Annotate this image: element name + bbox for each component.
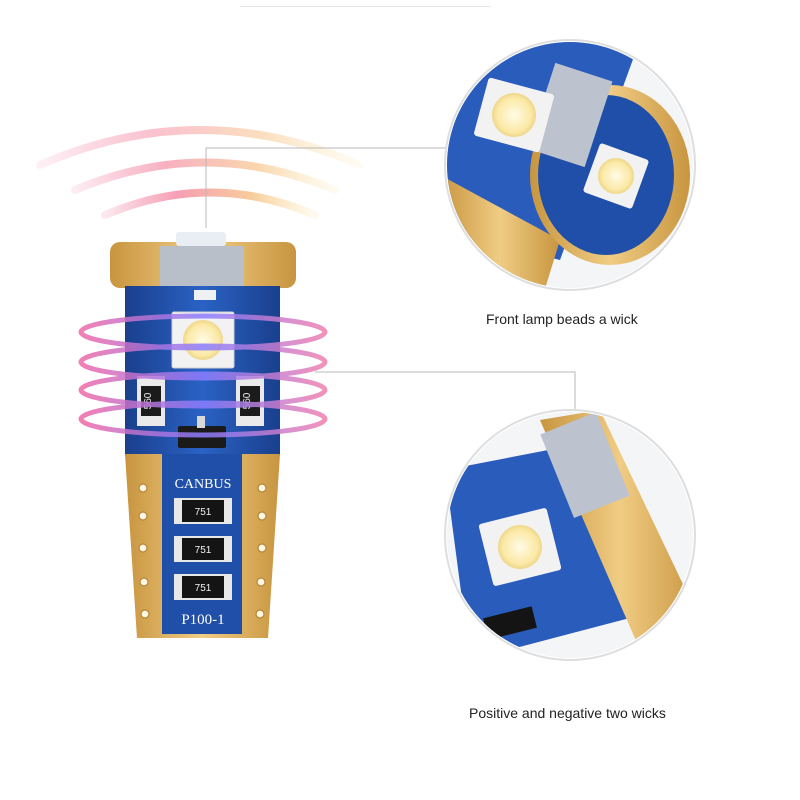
resistor-label-right: 560 xyxy=(242,392,253,409)
top-divider xyxy=(240,6,490,7)
caption-front-lamp: Front lamp beads a wick xyxy=(486,311,638,327)
resistor-label-1: 751 xyxy=(195,507,212,518)
caption-two-wicks: Positive and negative two wicks xyxy=(469,705,666,721)
glow-rings xyxy=(78,313,328,438)
light-waves xyxy=(36,126,364,219)
resistor-label-3: 751 xyxy=(195,583,212,594)
led-bulb: 560 560 CANBUS 751 751 751 P100-1 xyxy=(110,232,296,638)
canbus-label: CANBUS xyxy=(175,477,232,492)
resistor-label-2: 751 xyxy=(195,545,212,556)
callout-lines xyxy=(205,147,576,415)
resistor-label-left: 560 xyxy=(143,392,154,409)
resistor-751-1: 751 xyxy=(174,498,232,524)
side-resistor-left: 560 xyxy=(137,376,165,426)
model-label: P100-1 xyxy=(181,612,224,628)
zoom-detail-sides xyxy=(444,409,696,661)
side-resistor-right: 560 xyxy=(236,376,264,426)
resistor-751-2: 751 xyxy=(174,536,232,562)
resistor-751-3: 751 xyxy=(174,574,232,600)
zoom-detail-front xyxy=(444,39,696,291)
front-led-chip xyxy=(171,311,235,369)
